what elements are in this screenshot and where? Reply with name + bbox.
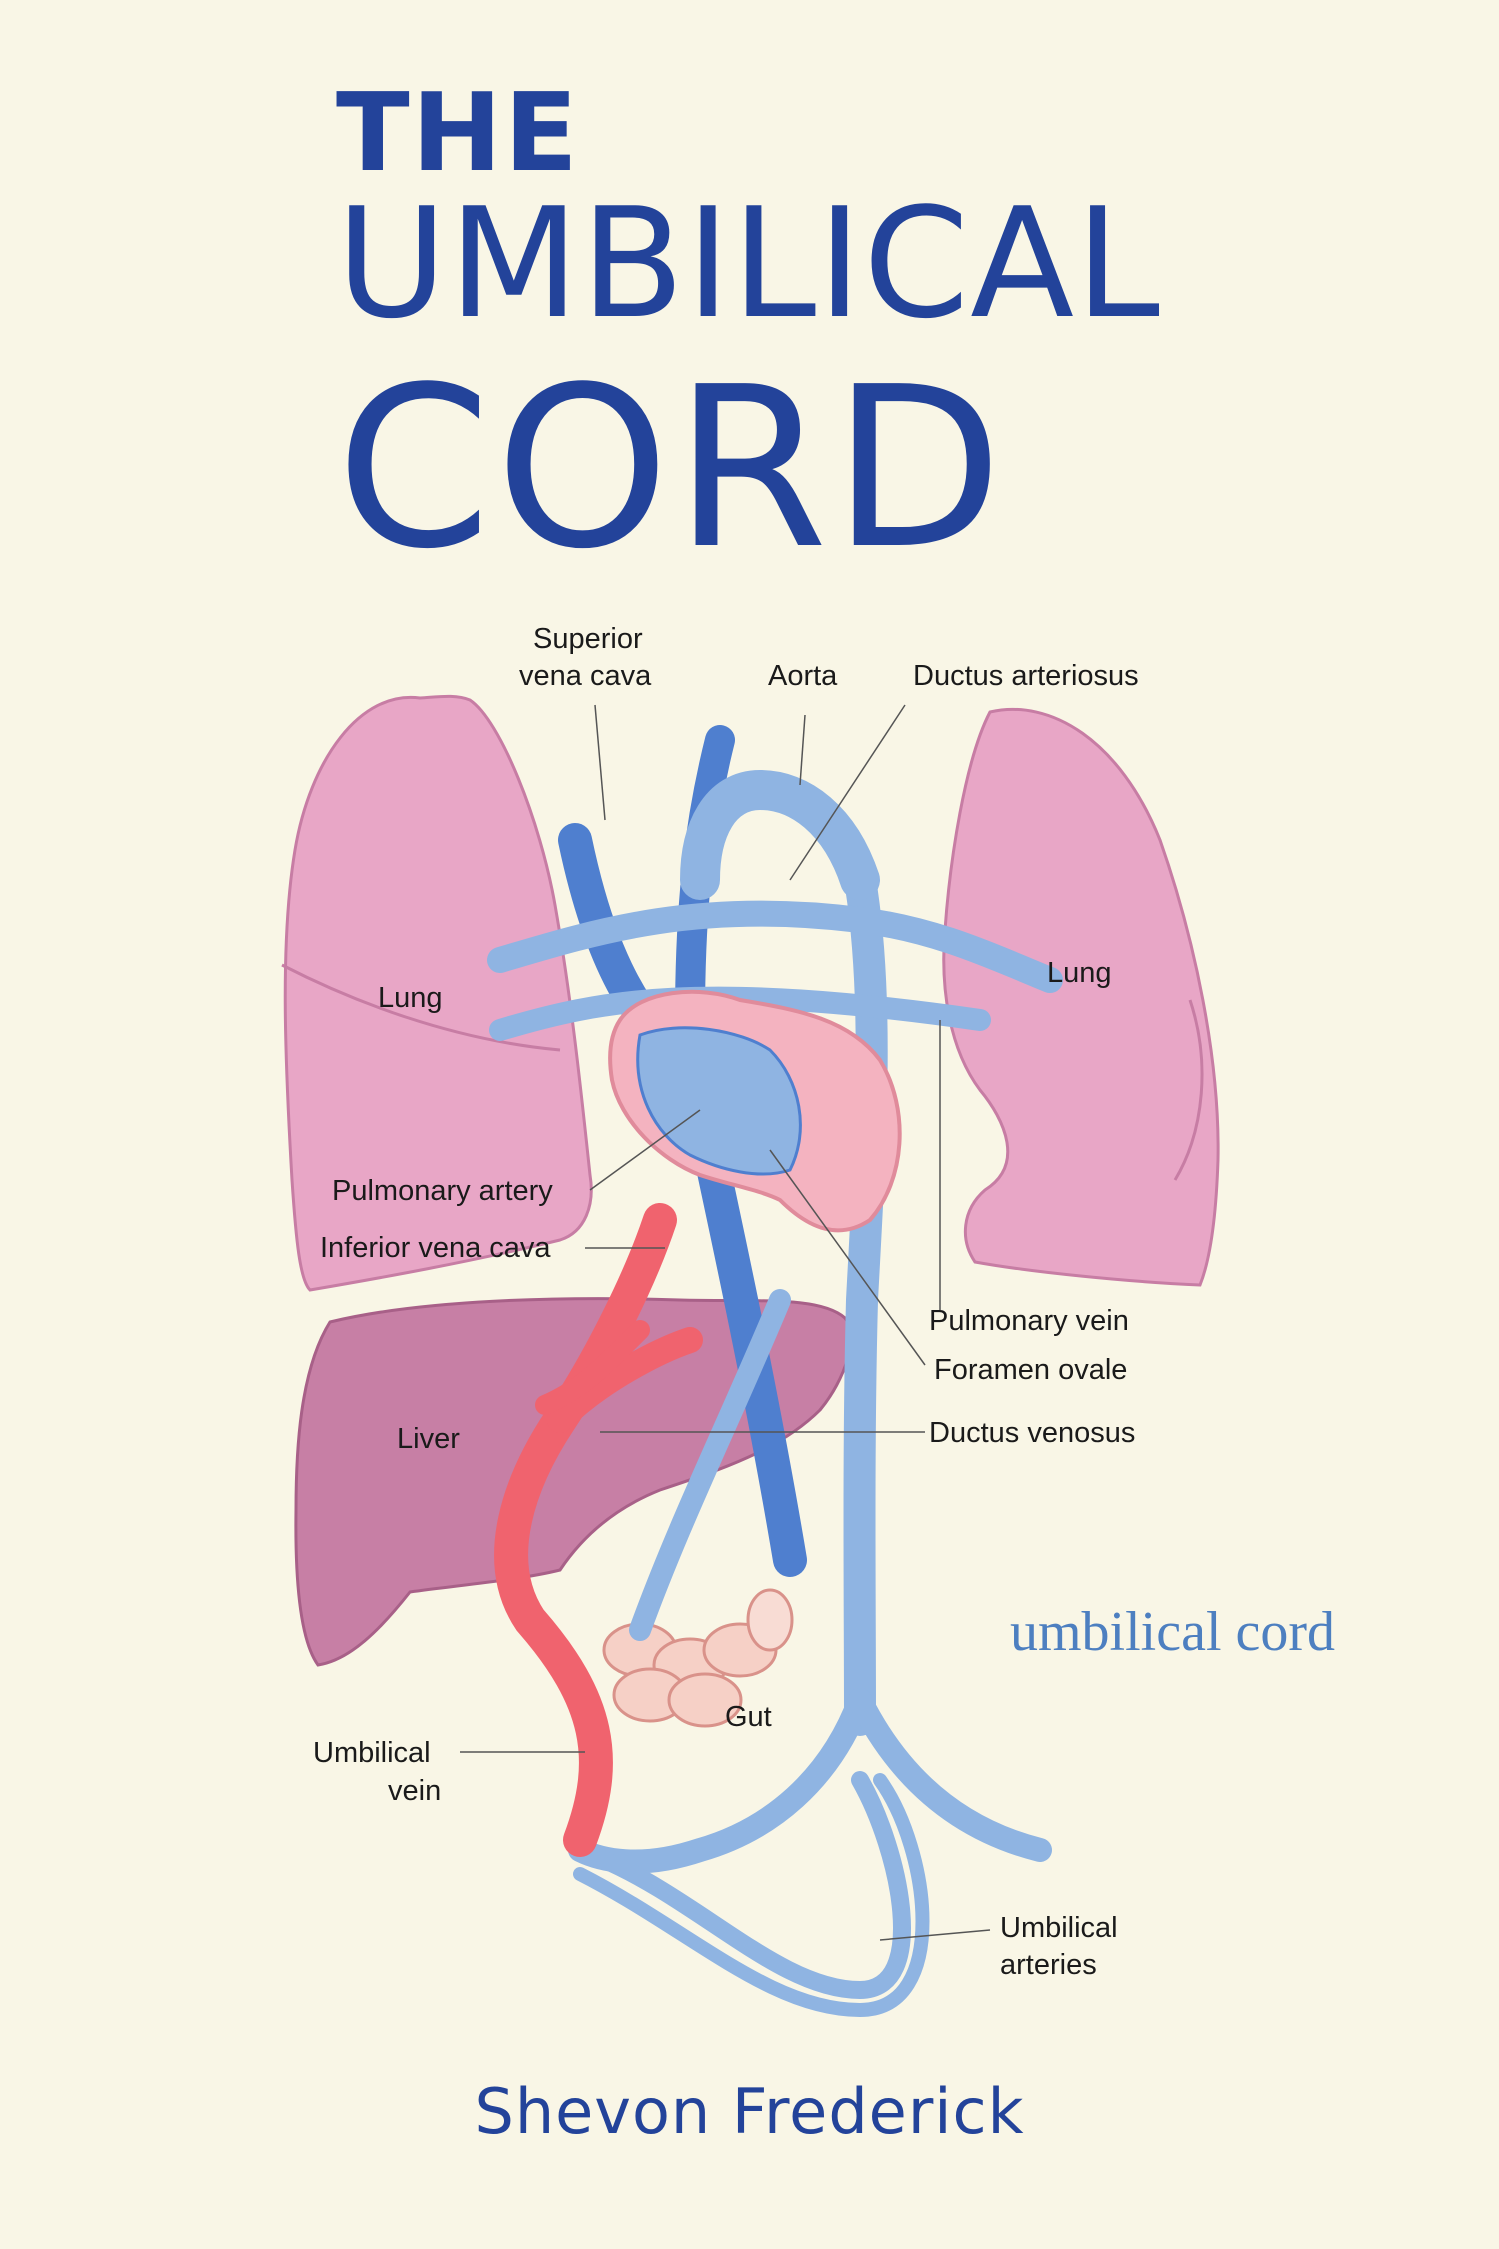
label-aorta: Aorta [768,660,838,692]
label-leader-lines [460,704,991,1941]
label-inferior-vena-cava: Inferior vena cava [320,1232,551,1264]
right-lung-shape [942,707,1220,1287]
label-gut: Gut [725,1701,772,1733]
author-name: Shevon Frederick [474,2075,1025,2148]
label-umbilical-vein-1: Umbilical [313,1737,431,1769]
caption-umbilical-cord: umbilical cord [1010,1601,1336,1663]
label-liver: Liver [397,1423,460,1455]
title-line-cord: CORD [336,340,1007,598]
label-pulmonary-artery: Pulmonary artery [332,1175,553,1207]
label-lung-right: Lung [1047,957,1112,989]
arterial-vessels [494,1203,703,1857]
liver-shape [294,1297,853,1667]
title-line-the: THE [336,71,580,196]
label-superior-vena-cava-2: vena cava [519,660,652,692]
label-pulmonary-vein: Pulmonary vein [929,1305,1129,1337]
left-lung-shape [283,694,593,1292]
gut-shape [602,1588,794,1728]
label-lung-left: Lung [378,982,443,1014]
label-superior-vena-cava-1: Superior [533,623,643,655]
left-lung-fissure [281,963,561,1052]
label-umbilical-arteries-2: arteries [1000,1949,1097,1981]
label-ductus-venosus: Ductus venosus [929,1417,1135,1449]
heart-chambers [636,1026,802,1176]
right-lung-fissure [1173,999,1204,1181]
title-line-umbilical: UMBILICAL [336,175,1161,352]
label-umbilical-vein-2: vein [388,1775,441,1807]
label-umbilical-arteries-1: Umbilical [1000,1912,1118,1944]
label-foramen-ovale: Foramen ovale [934,1354,1127,1386]
fetal-circulation-diagram: Superior vena cava Aorta Ductus arterios… [281,623,1220,2018]
label-ductus-arteriosus: Ductus arteriosus [913,660,1139,692]
